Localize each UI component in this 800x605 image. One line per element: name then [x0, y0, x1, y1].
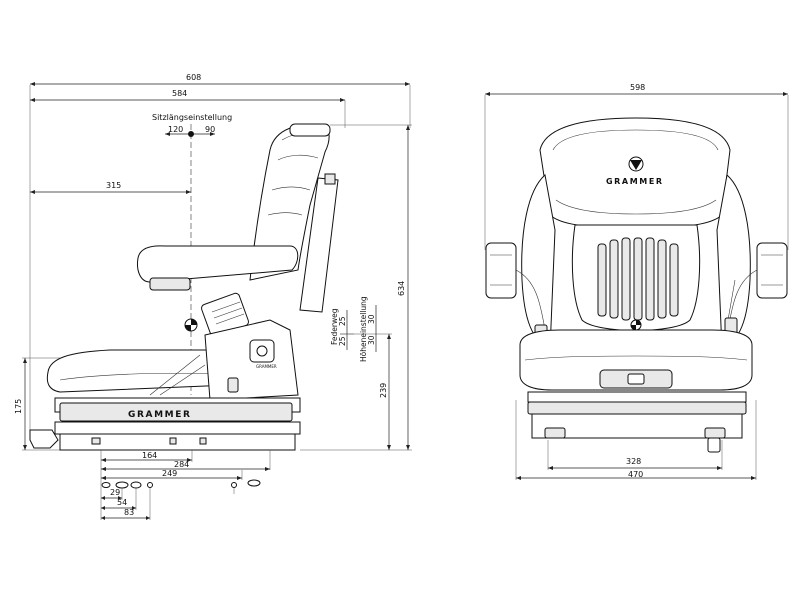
height-adjust-lower: 30 — [367, 335, 376, 345]
front-base-dims: 328 470 — [515, 400, 757, 480]
base-clip-1 — [91, 437, 101, 445]
front-control-knob — [627, 373, 645, 385]
base-clip-3 — [199, 437, 207, 445]
dim-label-328: 328 — [626, 457, 641, 466]
dim-overall-width-front: 598 — [484, 83, 789, 250]
dim-overall-width-side: 608 — [29, 73, 411, 440]
dim-label-598: 598 — [630, 83, 645, 92]
armrest-left-front — [485, 242, 517, 299]
hole-dims: 29 54 83 — [101, 488, 150, 520]
dim-width-315: 315 — [30, 181, 191, 194]
reference-point-side — [184, 318, 198, 332]
side-bolster-left — [521, 174, 556, 351]
backrest-front — [539, 117, 731, 229]
suspension-upper: 25 — [338, 316, 347, 326]
dim-label-634: 634 — [397, 281, 406, 296]
dim-label-239: 239 — [379, 383, 388, 398]
dim-label-470: 470 — [628, 470, 643, 479]
dim-label-315: 315 — [106, 181, 121, 190]
belt-strap-right — [727, 279, 736, 321]
dim-label-29: 29 — [110, 488, 120, 497]
reference-point-front — [630, 319, 642, 331]
mounting-holes — [101, 479, 261, 520]
dim-label-284: 284 — [174, 460, 189, 469]
suspension-travel: Federweg 25 25 — [330, 308, 354, 350]
seat-cushion-front — [519, 329, 753, 391]
height-adjust-upper: 30 — [367, 314, 376, 324]
hole-3 — [130, 481, 142, 489]
fore-aft-back: 120 — [168, 125, 183, 134]
hole-6 — [247, 479, 261, 487]
height-adjustment: Höheneinstellung 30 30 — [359, 296, 377, 362]
armrest-handle — [149, 277, 191, 291]
base-front-foot-right — [704, 427, 726, 439]
brand-base-side: GRAMMER — [128, 410, 191, 420]
fore-aft-label: Sitzlängseinstellung — [152, 113, 232, 122]
dim-label-175: 175 — [14, 399, 23, 414]
seat-belt-buckle — [201, 292, 249, 338]
seat-cushion-side — [46, 349, 233, 393]
base-rail-middle — [54, 421, 301, 435]
base-clip-2 — [169, 437, 177, 445]
hole-1 — [101, 482, 111, 488]
backrest-top-side — [289, 123, 331, 137]
dim-base-height: 175 — [14, 357, 60, 451]
base-front-foot-left — [544, 427, 566, 439]
weight-knob-side — [227, 377, 239, 393]
fore-aft-front: 90 — [205, 125, 215, 134]
dim-label-249: 249 — [162, 469, 177, 478]
dim-label-83: 83 — [124, 508, 134, 517]
base-front-middle — [527, 401, 747, 415]
base-nameplate-side — [59, 402, 293, 422]
armrest-right-front — [756, 242, 788, 299]
dim-label-584: 584 — [172, 89, 187, 98]
fore-aft-lever — [29, 429, 59, 449]
base-front-top — [527, 391, 747, 403]
armrest-side — [137, 245, 299, 283]
front-view: 598 GRAMMER — [484, 83, 789, 480]
dim-label-608: 608 — [186, 73, 201, 82]
logo-mark-side — [256, 345, 268, 357]
base-rail-lower — [59, 433, 296, 451]
suspension-lower: 25 — [338, 336, 347, 346]
suspension-label: Federweg — [330, 308, 339, 345]
lumbar-ribs — [597, 237, 679, 321]
brand-small-side: GRAMMER — [256, 364, 277, 369]
dim-label-164: 164 — [142, 451, 157, 460]
base-dims: 164 284 249 — [100, 450, 271, 520]
dim-width-584: 584 — [30, 89, 346, 128]
dim-label-54: 54 — [117, 498, 127, 507]
hole-5 — [231, 482, 237, 488]
brand-back-front: GRAMMER — [606, 177, 664, 186]
height-adjust-label: Höheneinstellung — [359, 296, 368, 362]
base-front-lever — [707, 437, 721, 453]
dim-total-height: 634 — [300, 124, 412, 451]
side-view: 608 584 Sitzlängseinstellung 120 90 315 — [14, 73, 412, 520]
recline-lever — [324, 173, 336, 185]
hole-4 — [147, 482, 153, 488]
